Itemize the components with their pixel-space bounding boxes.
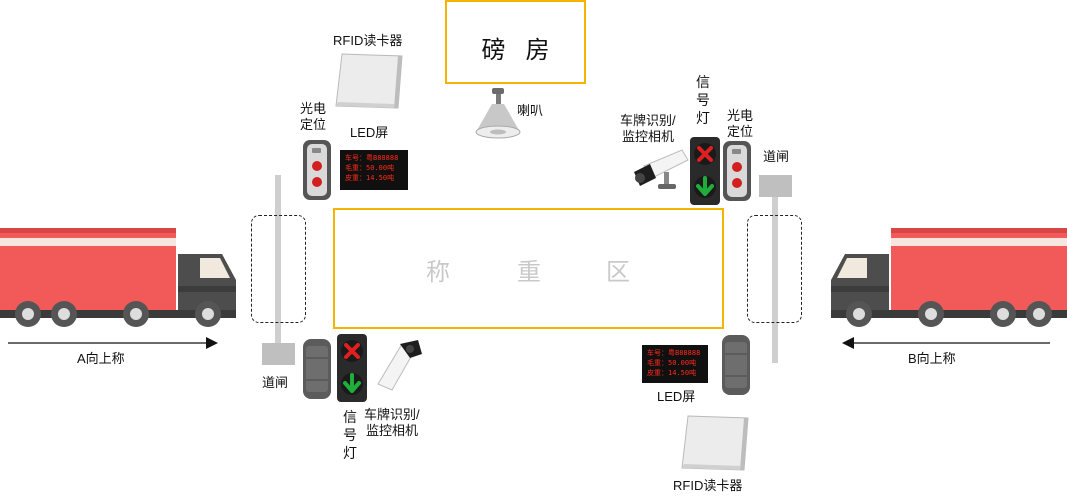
led-label-bottom: LED屏 (657, 389, 696, 404)
direction-label-b: B向上称 (908, 351, 956, 366)
led-screen-top: 车号：粤B88888 毛重：50.00吨 皮重：14.50吨 (340, 150, 408, 190)
camera-tr-icon (634, 149, 689, 189)
photo-sensor-br-icon (722, 335, 750, 395)
signal-light-label-tr-3: 灯 (696, 110, 710, 126)
weighing-zone-char-3: 区 (606, 259, 632, 286)
weighing-zone-char-2: 重 (517, 259, 543, 286)
signal-light-label-bl-1: 信 (343, 409, 357, 425)
photo-sensor-bl-icon (303, 339, 331, 399)
gate-box-l (262, 343, 295, 365)
photo-sensor-label-tl-1: 光电 (300, 101, 327, 116)
led-bottom-line-2: 毛重：50.00吨 (647, 359, 697, 367)
gate-box-tr (759, 175, 792, 197)
signal-light-bl-icon (337, 334, 367, 402)
rfid-reader-bottom-icon (681, 415, 749, 471)
signal-light-label-tr-2: 号 (696, 92, 710, 108)
led-bottom-line-3: 皮重：14.50吨 (647, 369, 697, 377)
led-top-line-1: 车号：粤B88888 (345, 154, 399, 162)
photo-sensor-label-tr-2: 定位 (727, 124, 754, 139)
gate-pole-l (275, 175, 281, 343)
speaker-label: 喇叭 (517, 103, 544, 118)
gate-label-tr: 道闸 (763, 149, 790, 164)
camera-bl-icon (377, 340, 422, 391)
photo-sensor-tr-icon (723, 141, 751, 201)
camera-label-tr-2: 监控相机 (622, 129, 675, 144)
direction-arrow-a (8, 337, 218, 349)
gate-label-bl: 道闸 (262, 375, 289, 390)
photo-sensor-label-tr-1: 光电 (727, 108, 754, 123)
weighing-zone (333, 208, 724, 329)
led-top-line-3: 皮重：14.50吨 (345, 174, 395, 182)
weighing-zone-char-1: 称 (426, 259, 452, 286)
booth-label: 磅 房 (481, 37, 550, 64)
speaker-icon (475, 88, 521, 139)
led-bottom-line-1: 车号：粤B88888 (647, 349, 701, 357)
photo-sensor-label-tl-2: 定位 (300, 117, 327, 132)
signal-light-label-bl-2: 号 (343, 427, 357, 443)
led-screen-bottom: 车号：粤B88888 毛重：50.00吨 皮重：14.50吨 (642, 345, 708, 383)
gate-sensor-zone-right (747, 215, 802, 323)
rfid-label-bottom: RFID读卡器 (673, 478, 743, 493)
gate-pole-tr (772, 197, 778, 363)
direction-arrow-b (842, 337, 1050, 349)
signal-light-label-tr-1: 信 (696, 74, 710, 90)
truck-b-icon (831, 228, 1067, 327)
weighbridge-booth: 磅 房 (445, 0, 586, 84)
gate-sensor-zone-left (251, 215, 306, 323)
direction-label-a: A向上称 (77, 351, 125, 366)
camera-label-bl-1: 车牌识别/ (364, 407, 420, 422)
truck-a-icon (0, 228, 236, 327)
led-top-line-2: 毛重：50.00吨 (345, 164, 395, 172)
led-label-top: LED屏 (350, 125, 389, 140)
signal-light-label-bl-3: 灯 (343, 445, 357, 461)
photo-sensor-tl-icon (303, 140, 331, 200)
camera-label-tr-1: 车牌识别/ (620, 113, 676, 128)
rfid-label-top: RFID读卡器 (333, 33, 403, 48)
camera-label-bl-2: 监控相机 (366, 423, 419, 438)
signal-light-tr-icon (690, 137, 720, 205)
rfid-reader-top-icon (335, 53, 403, 109)
